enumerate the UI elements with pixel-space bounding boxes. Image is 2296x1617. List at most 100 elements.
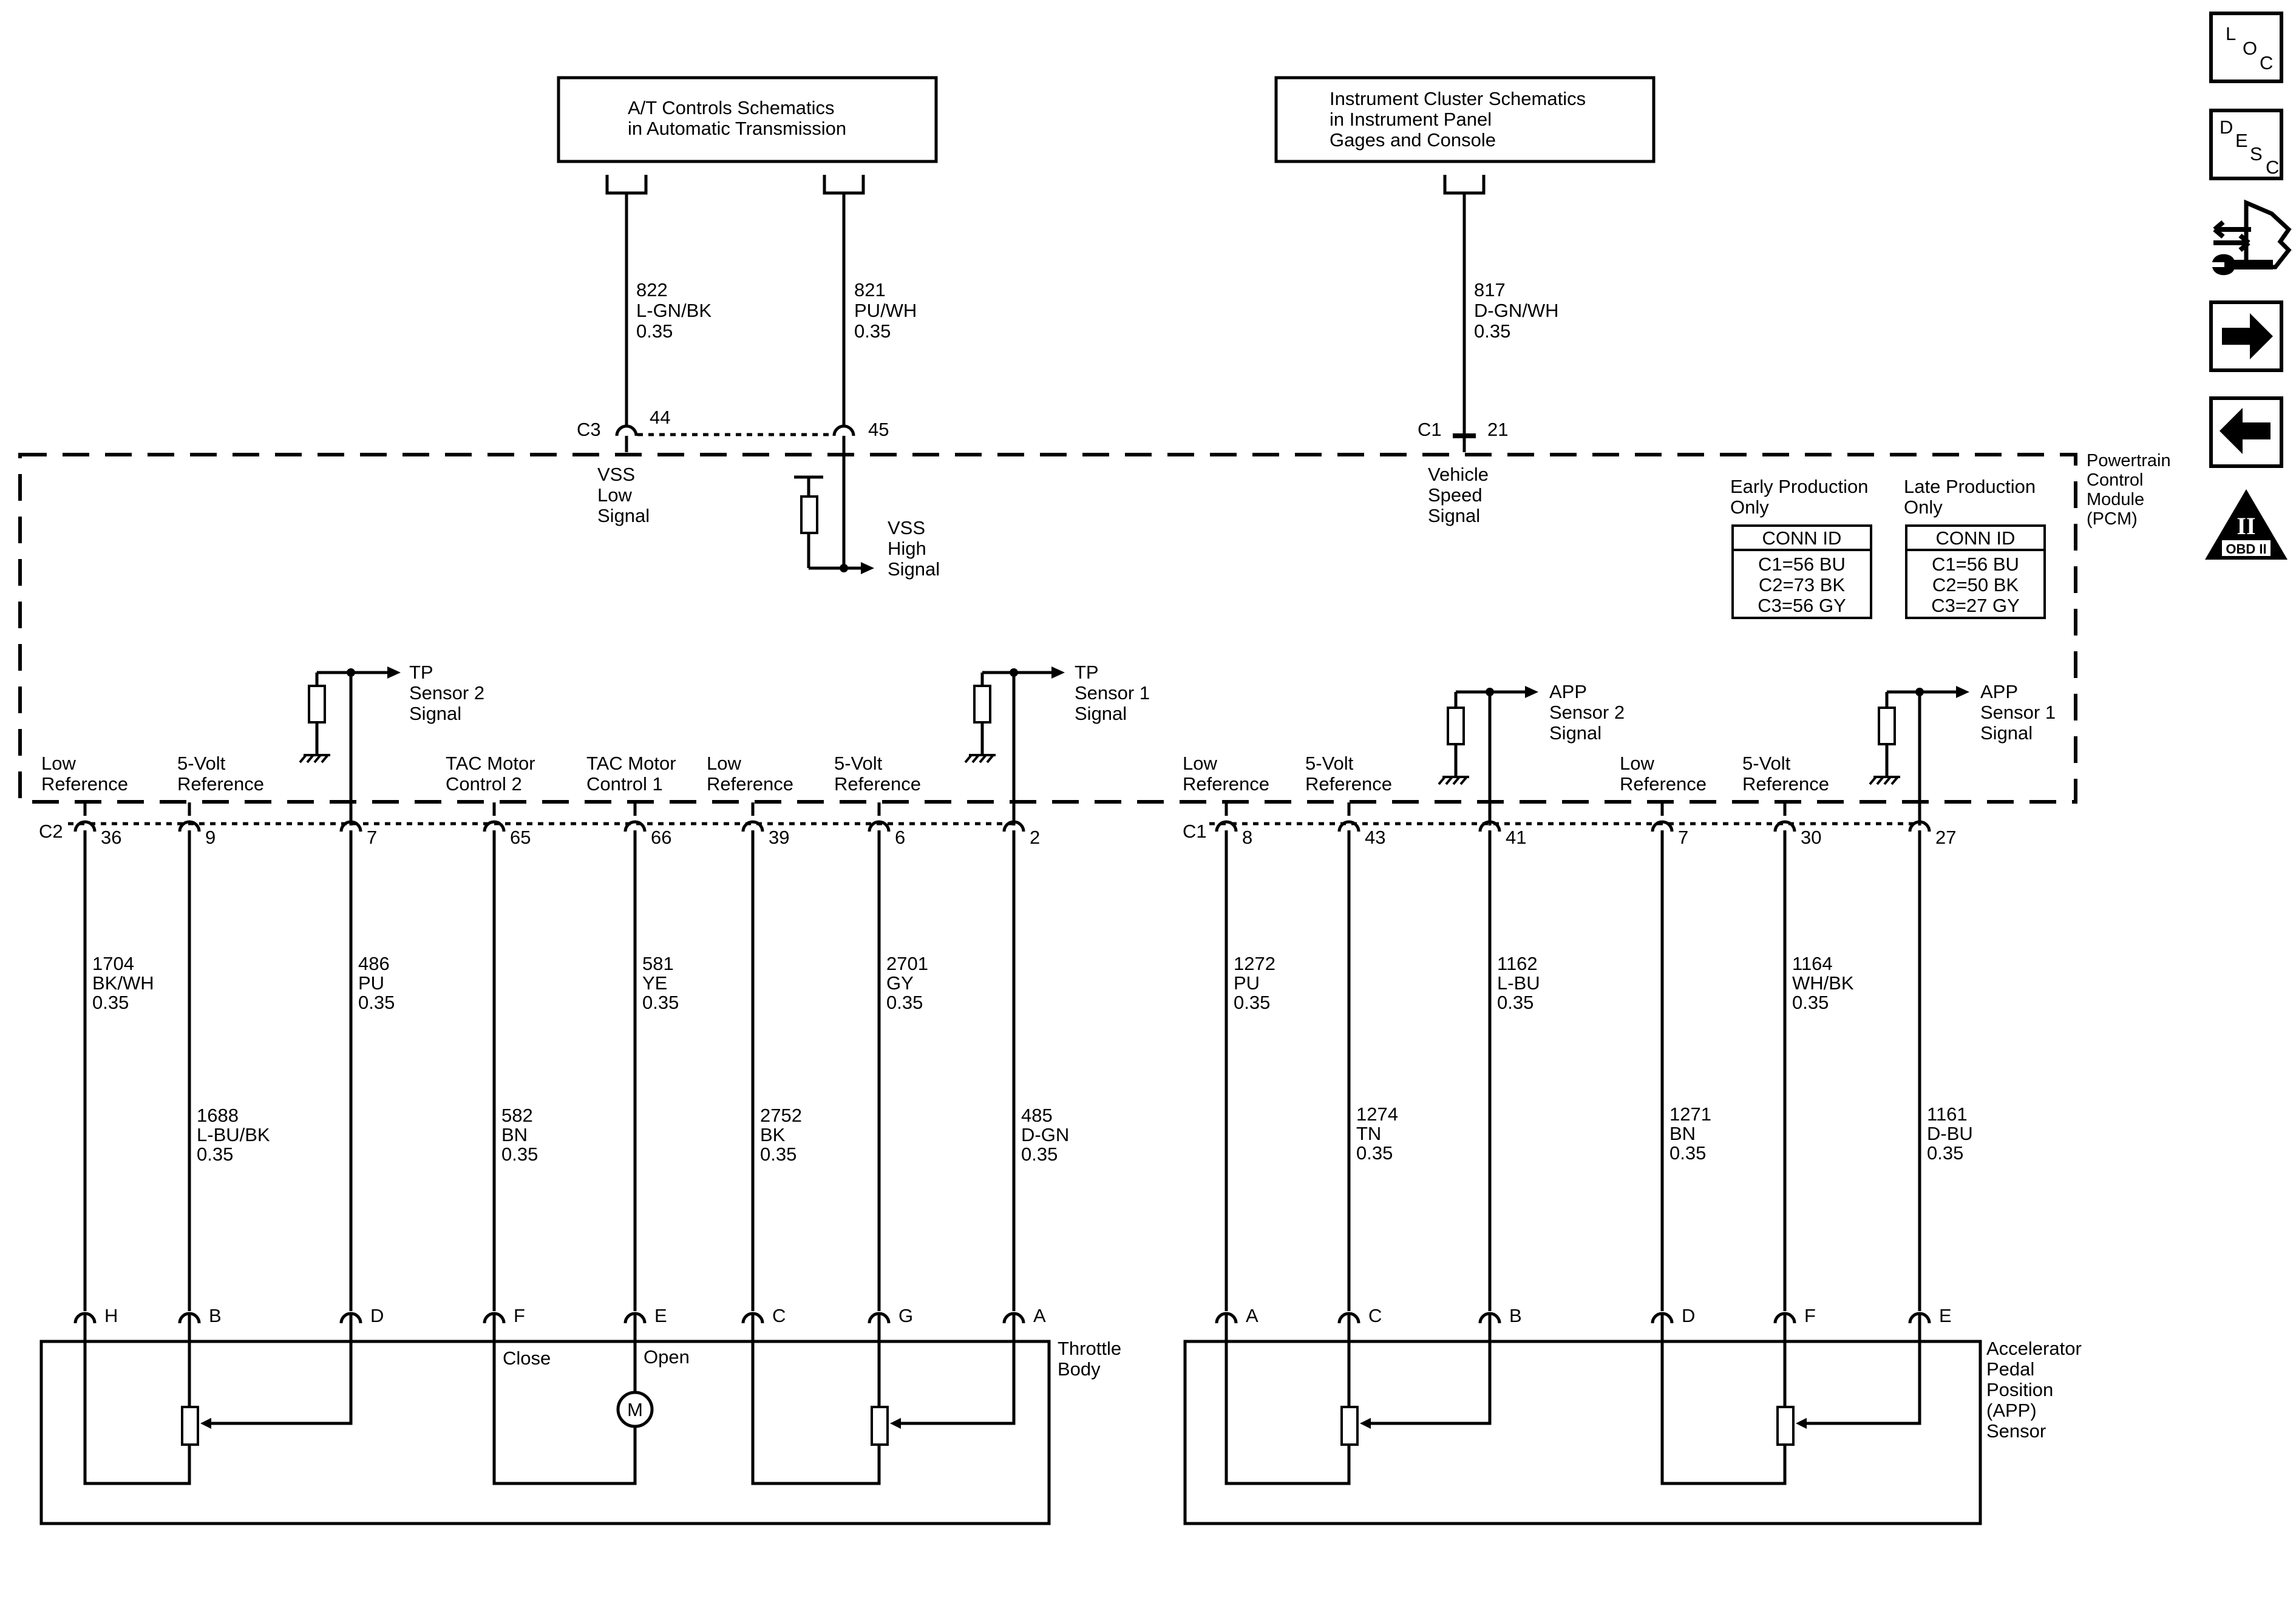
ic-box-line-2: in Instrument Panel [1330, 109, 1492, 130]
svg-text:O: O [2243, 38, 2257, 59]
svg-text:Pedal: Pedal [1986, 1358, 2034, 1380]
pcm-pin-number: 65 [510, 827, 531, 848]
pcm-pin-number: 7 [1678, 827, 1688, 848]
wire-color: BK [760, 1124, 786, 1145]
svg-text:Control: Control [2087, 470, 2144, 490]
wire-circuit-number: 1162 [1497, 953, 1538, 974]
pcm-pin-terminal [868, 820, 891, 832]
svg-text:822: 822 [636, 279, 668, 300]
pcm-pin-number: 43 [1365, 827, 1385, 848]
pcm-pin-terminal [1337, 820, 1360, 832]
instrument-cluster-reference-box[interactable]: Instrument Cluster Schematics in Instrum… [1274, 76, 1656, 163]
wire-size: 0.35 [1234, 992, 1270, 1013]
throttle-body-circuits: LowReference361704BK/WH0.35H5-VoltRefere… [41, 753, 1069, 1341]
vss-high-internal-circuit [794, 436, 874, 574]
svg-text:TP: TP [1075, 662, 1099, 683]
wire-size: 0.35 [358, 992, 395, 1013]
svg-text:C1: C1 [1418, 419, 1442, 440]
wire-circuit-number: 485 [1021, 1105, 1053, 1126]
connector-c1-label: C1 [1183, 821, 1207, 842]
pcm-pin-terminal [339, 820, 362, 832]
wire-size: 0.35 [1497, 992, 1533, 1013]
svg-text:44: 44 [650, 407, 670, 428]
svg-text:C: C [2266, 157, 2279, 178]
pcm-pin-number: 8 [1242, 827, 1252, 848]
svg-text:High: High [888, 538, 926, 559]
svg-text:APP: APP [1549, 681, 1587, 702]
throttle-body-internal: M Close Open [83, 1323, 1016, 1485]
pin-function-line-2: Control 1 [586, 773, 663, 795]
component-terminal-letter: E [654, 1305, 667, 1326]
connector-tools-icon[interactable] [2212, 199, 2292, 276]
app1-signal-label: APP Sensor 1 Signal [1980, 681, 2056, 744]
pcm-pin-terminal [1651, 820, 1674, 832]
wire-label-821: 821 PU/WH 0.35 [854, 279, 917, 342]
svg-text:Sensor 2: Sensor 2 [409, 682, 484, 703]
top-wires [625, 193, 1466, 425]
wire-color: PU [358, 972, 384, 994]
desc-icon[interactable]: D E S C [2209, 109, 2283, 180]
wire-size: 0.35 [1927, 1142, 1963, 1164]
app-sensor-label: Accelerator Pedal Position (APP) Sensor [1986, 1338, 2082, 1442]
wire-color: D-GN [1021, 1124, 1069, 1145]
pin-function-line-2: Reference [1305, 773, 1392, 795]
pin-function-line-1: Low [1620, 753, 1654, 774]
wire-size: 0.35 [1356, 1142, 1393, 1164]
close-label: Close [503, 1348, 551, 1369]
component-terminal-letter: A [1246, 1305, 1258, 1326]
wire-color: L-BU/BK [197, 1124, 270, 1145]
loc-icon[interactable]: L O C [2209, 12, 2283, 83]
wire-size: 0.35 [1792, 992, 1829, 1013]
wire-size: 0.35 [501, 1144, 538, 1165]
svg-text:II: II [2237, 512, 2255, 540]
next-arrow-icon[interactable] [2209, 300, 2283, 372]
pin-function-line-2: Reference [177, 773, 264, 795]
pcm-pin-terminal [178, 820, 201, 832]
wire-size: 0.35 [92, 992, 129, 1013]
app-sensor-internal [1224, 1323, 1921, 1485]
wire-circuit-number: 582 [501, 1105, 533, 1126]
pcm-pin-terminal [1215, 820, 1238, 832]
app-sensor-circuits: LowReference81272PU0.35A5-VoltReference4… [1183, 753, 1973, 1341]
wire-circuit-number: 2752 [760, 1105, 802, 1126]
wire-circuit-number: 1164 [1792, 953, 1833, 974]
svg-text:L: L [2226, 23, 2236, 44]
svg-text:Speed: Speed [1428, 484, 1483, 506]
component-terminal-letter: F [1804, 1305, 1816, 1326]
svg-text:Signal: Signal [1549, 722, 1601, 744]
svg-text:Early Production: Early Production [1730, 476, 1868, 497]
wire-color: L-BU [1497, 972, 1540, 994]
at-controls-reference-box[interactable]: A/T Controls Schematics in Automatic Tra… [557, 76, 938, 163]
svg-text:0.35: 0.35 [1474, 320, 1510, 342]
pcm-pin-number: 6 [895, 827, 905, 848]
svg-text:Signal: Signal [409, 703, 461, 724]
svg-text:C3: C3 [577, 419, 601, 440]
back-arrow-icon[interactable] [2209, 396, 2283, 468]
svg-text:VSS: VSS [597, 464, 635, 485]
pin-function-line-1: 5-Volt [1742, 753, 1791, 774]
wire-label-817: 817 D-GN/WH 0.35 [1474, 279, 1558, 342]
wire-color: BN [501, 1124, 528, 1145]
svg-text:Sensor 1: Sensor 1 [1980, 702, 2056, 723]
svg-text:Sensor 2: Sensor 2 [1549, 702, 1625, 723]
svg-text:(APP): (APP) [1986, 1400, 2037, 1421]
svg-text:CONN ID: CONN ID [1936, 527, 2016, 549]
pin-function-line-1: 5-Volt [1305, 753, 1354, 774]
conn-id-table-early: Early Production Only CONN ID C1=56 BU C… [1730, 476, 1872, 619]
wire-circuit-number: 486 [358, 953, 390, 974]
connector-c1-top: C1 21 [1418, 419, 1508, 452]
wire-color: GY [886, 972, 914, 994]
pcm-pin-terminal [741, 820, 764, 832]
component-terminal-letter: D [1682, 1305, 1695, 1326]
pin-function-line-1: 5-Volt [834, 753, 883, 774]
svg-text:D-GN/WH: D-GN/WH [1474, 300, 1558, 321]
obd2-icon[interactable]: II OBD II [2205, 489, 2288, 560]
wire-size: 0.35 [1021, 1144, 1058, 1165]
